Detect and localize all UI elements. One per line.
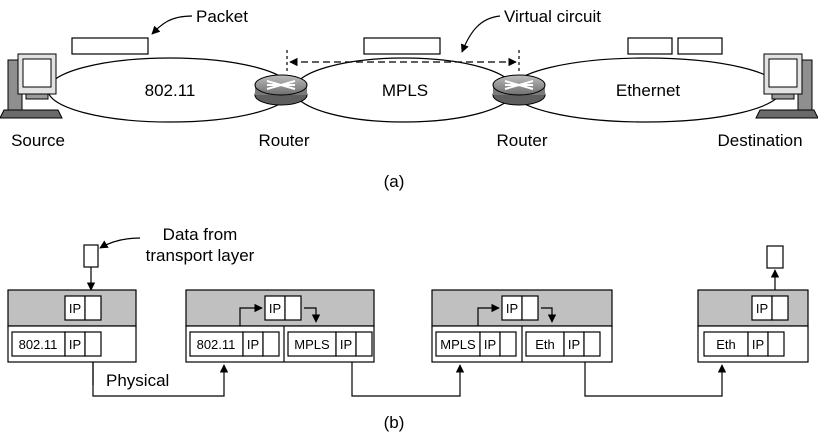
s4-top-ip: IP (756, 301, 768, 316)
computer-icon (755, 53, 818, 119)
transport-label-line1: Data from (163, 225, 238, 244)
physical-link-2 (351, 362, 465, 397)
part-a-label: (a) (384, 172, 405, 191)
network-label-mpls: MPLS (382, 81, 428, 100)
s3-mpls: MPLS (440, 337, 476, 352)
packet-box-4 (677, 37, 723, 55)
node-label-destination: Destination (717, 131, 802, 150)
stack-source (7, 289, 137, 363)
packet-box-3 (627, 37, 673, 55)
s1-ip: IP (69, 337, 81, 352)
s1-80211: 802.11 (19, 337, 58, 352)
s2-mpls: MPLS (294, 337, 330, 352)
s1-top-ip: IP (69, 301, 81, 316)
node-label-router-1: Router (258, 131, 309, 150)
s4-ip: IP (752, 337, 764, 352)
packet-box-2 (363, 37, 441, 55)
stack-destination (697, 289, 809, 363)
s2-80211: 802.11 (197, 337, 236, 352)
packet-box-1 (71, 37, 149, 55)
s3-ip-right: IP (568, 337, 580, 352)
virtual-circuit-pointer-arrow (460, 15, 501, 53)
physical-link-1 (92, 362, 229, 397)
transport-label-line2: transport layer (146, 246, 255, 265)
packet-label: Packet (196, 7, 248, 26)
stack-router-2 (431, 289, 613, 363)
s3-eth: Eth (535, 337, 555, 352)
s2-top-ip: IP (269, 301, 281, 316)
stack2-down-arrow (304, 307, 321, 323)
packet-pointer-arrow (151, 15, 193, 35)
router-icon (254, 74, 308, 106)
s2-ip-left: IP (247, 337, 259, 352)
node-label-router-2: Router (496, 131, 547, 150)
transport-pointer-arrow (99, 237, 141, 249)
virtual-circuit-label: Virtual circuit (504, 7, 601, 26)
part-b (7, 237, 809, 397)
part-a (47, 15, 782, 123)
delivered-data-box (766, 245, 784, 269)
s2-ip-right: IP (340, 337, 352, 352)
stack3-up-arrow (477, 303, 500, 326)
stack-router-1 (185, 289, 375, 363)
stack2-up-arrow (239, 303, 263, 326)
router-icon (492, 74, 546, 106)
computer-icon (0, 53, 63, 119)
physical-label: Physical (106, 371, 169, 390)
physical-link-3 (584, 362, 727, 397)
network-label-ethernet: Ethernet (616, 81, 681, 100)
network-label-80211: 802.11 (145, 81, 196, 100)
transport-data-box (83, 244, 99, 268)
part-b-label: (b) (384, 413, 405, 432)
s4-eth: Eth (716, 337, 736, 352)
s3-ip-left: IP (484, 337, 496, 352)
stack3-down-arrow (541, 307, 557, 323)
node-label-source: Source (11, 131, 65, 150)
s3-top-ip: IP (506, 301, 518, 316)
